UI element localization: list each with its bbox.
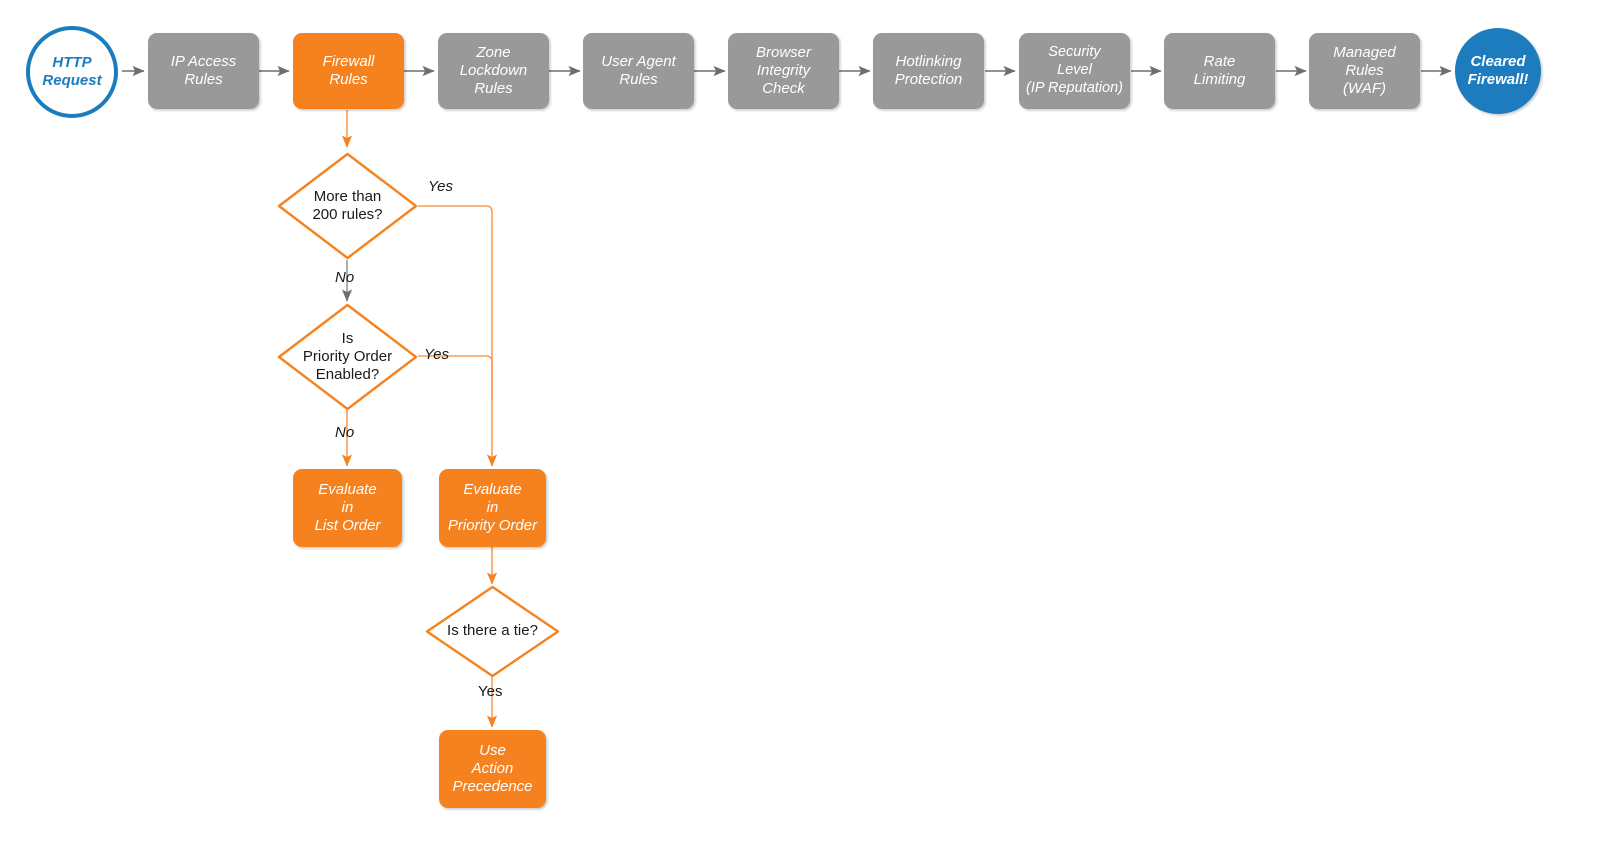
node-zone-lockdown-rules-label: Zone Lockdown Rules <box>459 43 528 98</box>
edge-label-priority-order-no: No <box>335 424 355 441</box>
node-evaluate-in-list-order[interactable]: Evaluate in List Order <box>293 469 402 547</box>
node-managed-rules-waf[interactable]: Managed Rules (WAF) <box>1309 33 1420 109</box>
node-is-priority-order-enabled[interactable]: Is Priority Order Enabled? <box>277 303 418 411</box>
node-http-request[interactable]: HTTP Request <box>26 26 118 118</box>
diamond-shape <box>425 585 560 678</box>
node-use-action-precedence[interactable]: Use Action Precedence <box>439 730 546 808</box>
node-firewall-rules-label: Firewall Rules <box>322 52 375 88</box>
node-hotlinking-protection[interactable]: Hotlinking Protection <box>873 33 984 109</box>
edge-more-than-200-yes <box>418 205 498 467</box>
node-evaluate-in-list-order-label: Evaluate in List Order <box>314 480 381 535</box>
node-managed-rules-waf-label: Managed Rules (WAF) <box>1333 43 1396 98</box>
node-cleared-firewall[interactable]: Cleared Firewall! <box>1455 28 1541 114</box>
node-user-agent-rules[interactable]: User Agent Rules <box>583 33 694 109</box>
node-evaluate-in-priority-order-label: Evaluate in Priority Order <box>447 480 538 535</box>
diamond-shape <box>277 152 418 260</box>
node-hotlinking-protection-label: Hotlinking Protection <box>894 52 963 88</box>
edge-label-more-than-200-yes: Yes <box>428 178 454 195</box>
node-firewall-rules[interactable]: Firewall Rules <box>293 33 404 109</box>
node-rate-limiting-label: Rate Limiting <box>1193 52 1246 88</box>
node-security-level[interactable]: Security Level (IP Reputation) <box>1019 33 1130 109</box>
node-is-priority-order-enabled-label: Is Priority Order Enabled? <box>302 329 393 384</box>
node-ip-access-rules-label: IP Access Rules <box>170 52 237 88</box>
edge-label-priority-order-yes: Yes <box>424 346 450 363</box>
node-more-than-200-rules-label: More than 200 rules? <box>312 187 383 223</box>
node-cleared-firewall-label: Cleared Firewall! <box>1467 52 1529 88</box>
diamond-shape <box>277 303 418 411</box>
node-is-there-a-tie[interactable]: Is there a tie? <box>425 585 560 678</box>
node-zone-lockdown-rules[interactable]: Zone Lockdown Rules <box>438 33 549 109</box>
node-security-level-label: Security Level (IP Reputation) <box>1026 44 1123 96</box>
node-use-action-precedence-label: Use Action Precedence <box>452 741 533 796</box>
node-evaluate-in-priority-order[interactable]: Evaluate in Priority Order <box>439 469 546 547</box>
node-ip-access-rules[interactable]: IP Access Rules <box>148 33 259 109</box>
node-http-request-label: HTTP Request <box>42 53 102 89</box>
node-rate-limiting[interactable]: Rate Limiting <box>1164 33 1275 109</box>
node-browser-integrity-check-label: Browser Integrity Check <box>755 43 811 98</box>
edge-label-more-than-200-no: No <box>335 269 355 286</box>
node-more-than-200-rules[interactable]: More than 200 rules? <box>277 152 418 260</box>
node-user-agent-rules-label: User Agent Rules <box>601 52 676 88</box>
node-browser-integrity-check[interactable]: Browser Integrity Check <box>728 33 839 109</box>
node-is-there-a-tie-label: Is there a tie? <box>447 622 538 640</box>
edge-label-tie-yes: Yes <box>478 683 503 700</box>
